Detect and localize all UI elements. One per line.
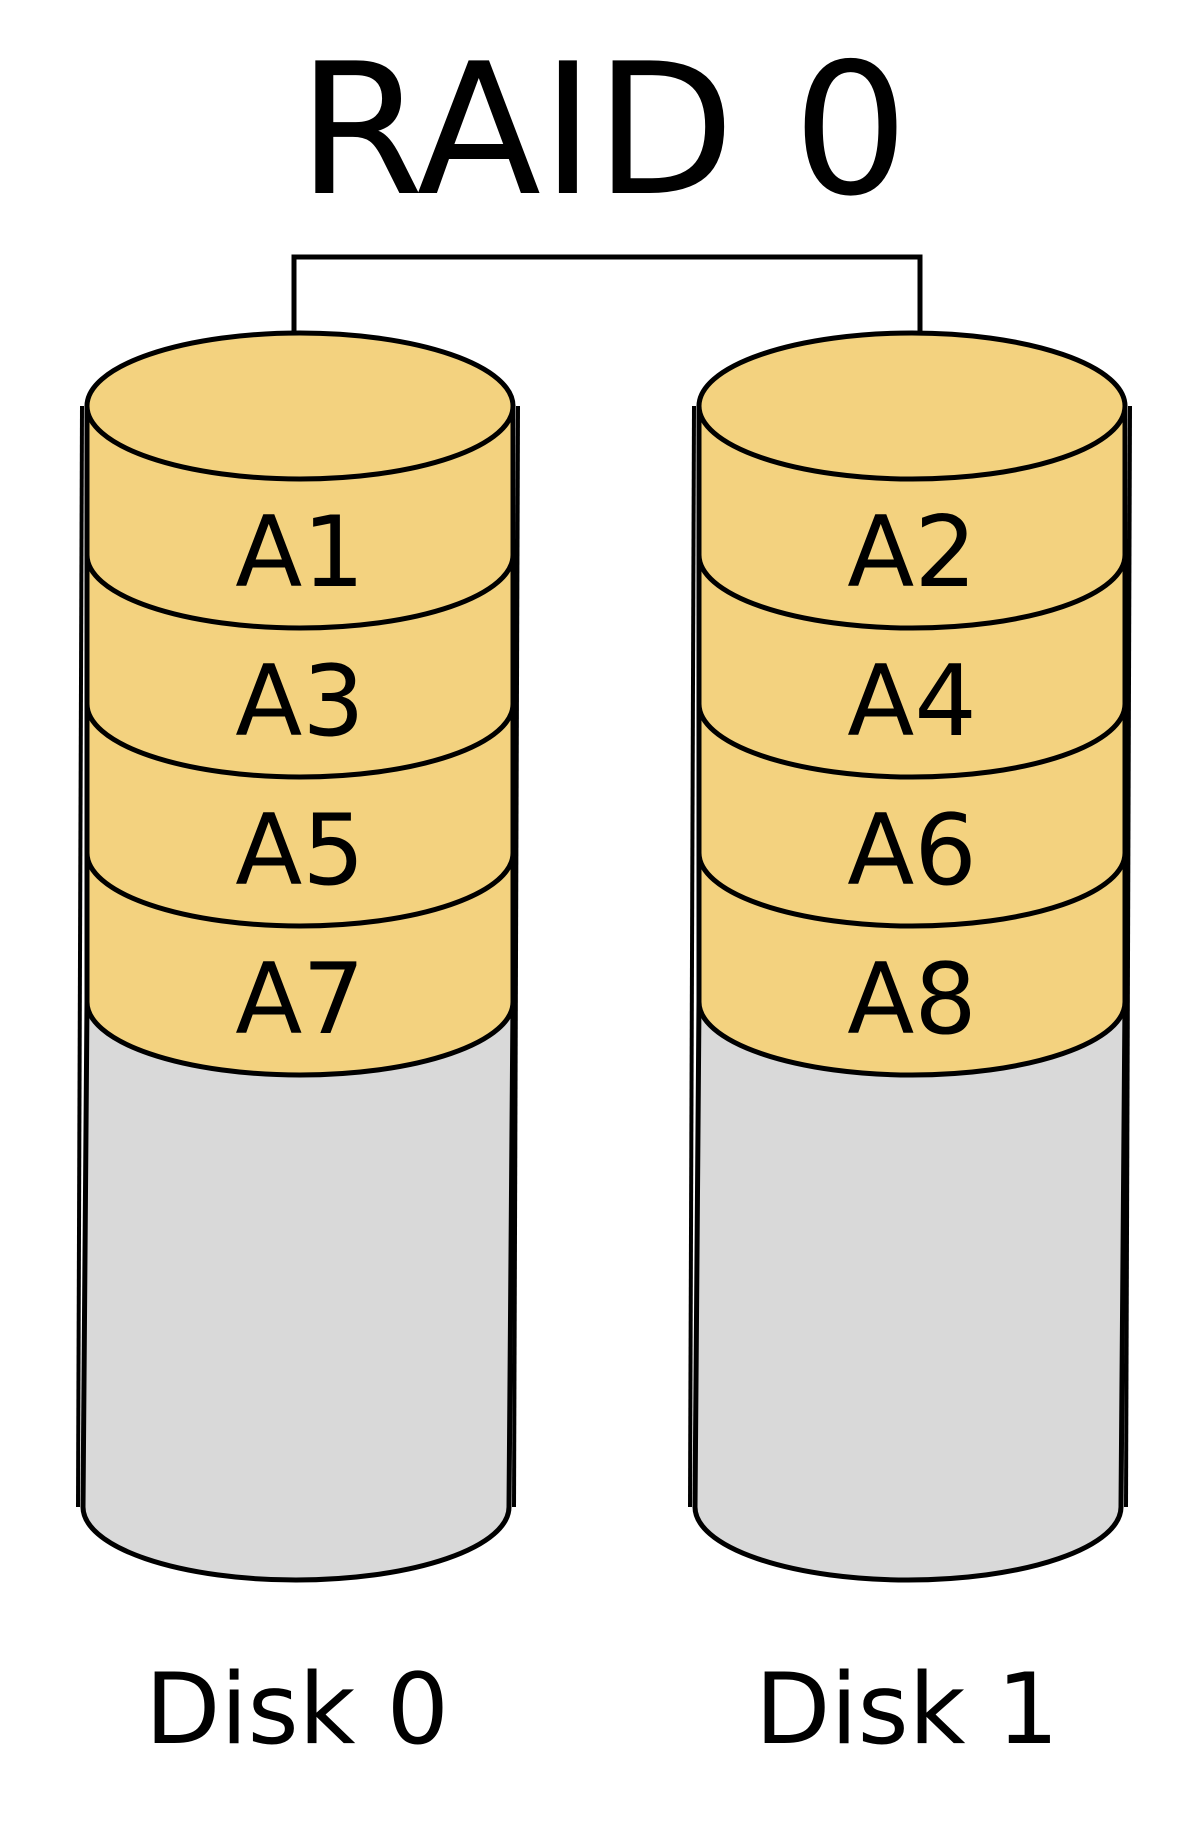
disk-1-empty-space (692, 999, 1128, 1583)
disk-label-0: Disk 0 (145, 1653, 449, 1767)
disk-label-1: Disk 1 (755, 1653, 1059, 1767)
disk-1-top (696, 330, 1128, 482)
block-label-a3: A3 (235, 645, 364, 759)
block-label-a2: A2 (847, 496, 976, 610)
block-label-a7: A7 (235, 943, 364, 1057)
block-label-a1: A1 (235, 496, 364, 610)
diagram-title: RAID 0 (297, 24, 908, 236)
disk-0-top (84, 330, 516, 482)
block-label-a4: A4 (847, 645, 976, 759)
block-label-a6: A6 (847, 794, 976, 908)
block-label-a5: A5 (235, 794, 364, 908)
block-label-a8: A8 (847, 943, 976, 1057)
disk-0-empty-space (80, 999, 516, 1583)
